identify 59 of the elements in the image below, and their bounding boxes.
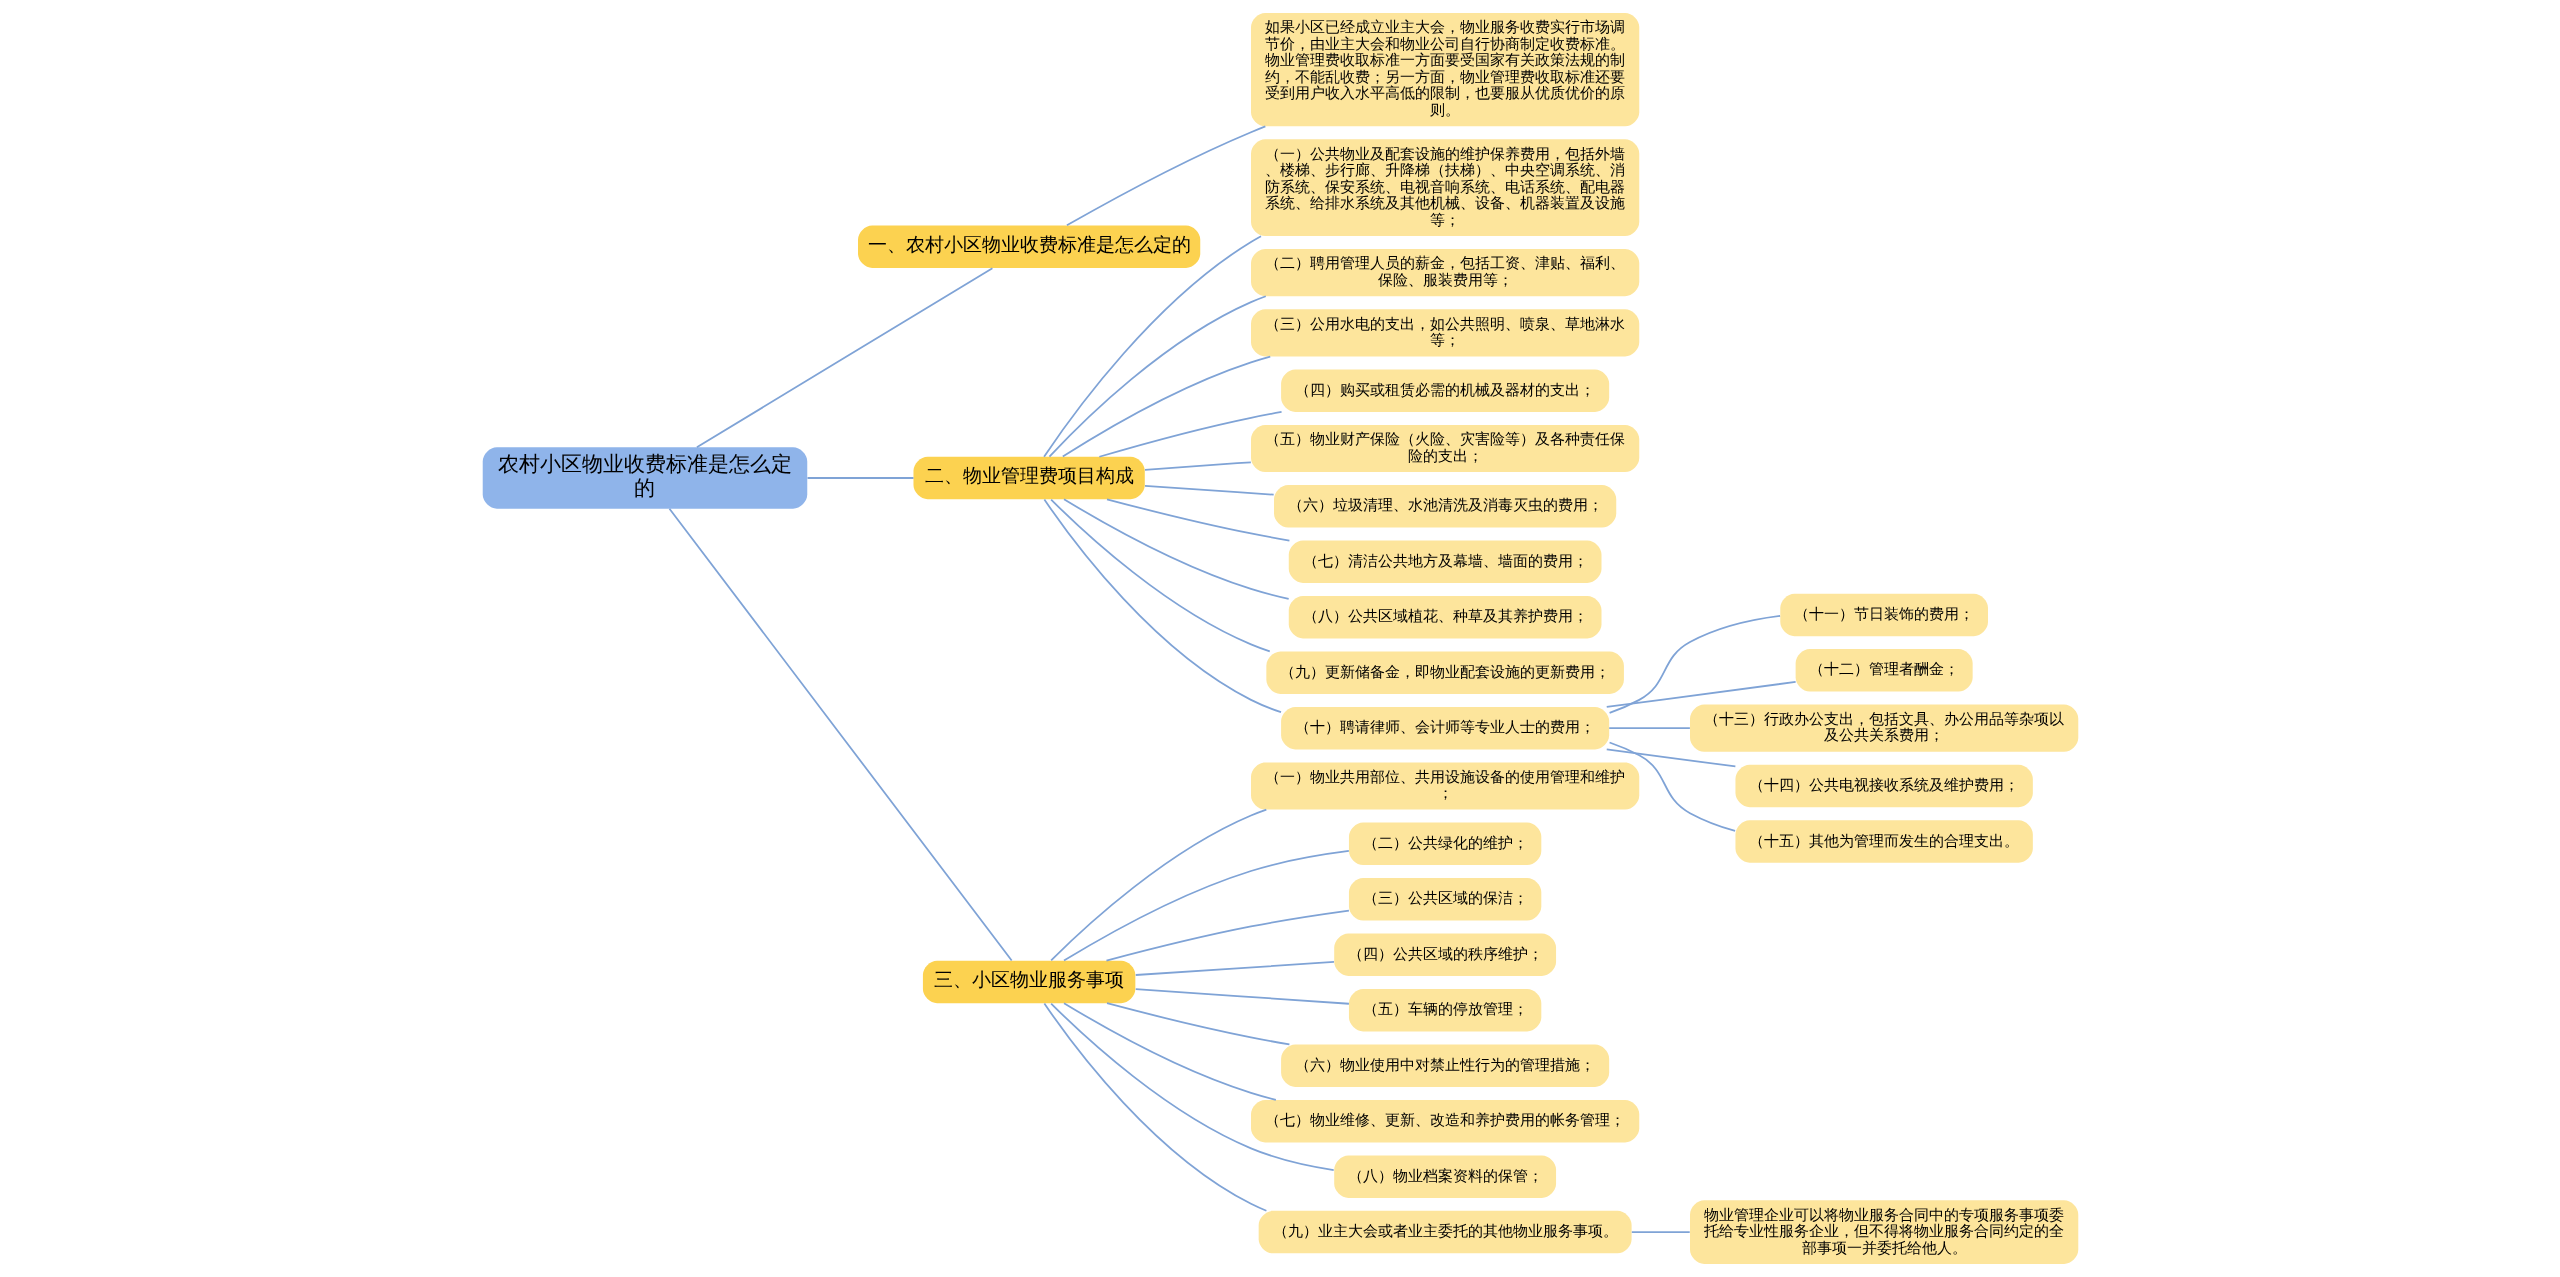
node-box: （七）清洁公共地方及幕墙、墙面的费用；	[1288, 540, 1601, 584]
node-box: （十三）行政办公支出，包括文具、办公用品等杂项以及公共关系费用；	[1689, 704, 2078, 752]
node-box: （十）聘请律师、会计师等专业人士的费用；	[1280, 706, 1609, 750]
connector	[668, 507, 1013, 962]
node-box: （九）更新储备金，即物业配套设施的更新费用；	[1265, 651, 1624, 694]
connector	[1105, 909, 1350, 962]
node-box: （七）物业维修、更新、改造和养护费用的帐务管理；	[1250, 1099, 1639, 1143]
connector	[1049, 808, 1267, 962]
connector	[806, 477, 914, 479]
node-box: （六）垃圾清理、水池清洗及消毒灭虫的费用；	[1273, 485, 1616, 528]
node-box: 物业管理企业可以将物业服务合同中的专项服务事项委托给专业性服务企业，但不得将物业服务合同约定的全部事项一并委托给他人。	[1689, 1200, 2078, 1264]
connector	[1605, 681, 1796, 708]
connector	[1049, 498, 1271, 653]
node-box: （四）公共区域的秩序维护；	[1333, 933, 1556, 976]
connector	[695, 267, 993, 449]
node-box: 农村小区物业收费标准是怎么定的	[482, 447, 807, 509]
connector	[1630, 1231, 1691, 1233]
connector	[1607, 727, 1691, 730]
node-box: （二）公共绿化的维护；	[1348, 822, 1541, 866]
node-box: 三、小区物业服务事项	[922, 960, 1135, 1004]
connector	[1143, 461, 1252, 471]
connector	[1105, 498, 1290, 542]
node-box: （十四）公共电视接收系统及维护费用；	[1734, 764, 2033, 808]
connector	[1143, 484, 1275, 496]
connector	[1097, 411, 1282, 458]
connector	[1042, 1002, 1267, 1212]
connector	[1608, 615, 1781, 714]
node-box: 二、物业管理费项目构成	[912, 456, 1145, 500]
node-box: （九）业主大会或者业主委托的其他物业服务事项。	[1258, 1210, 1632, 1254]
connector	[1042, 498, 1282, 713]
node-box: 如果小区已经成立业主大会，物业服务收费实行市场调节价，由业主大会和物业公司自行协商制定收费标准。物业管理费收取标准一方面要受国家有关政策法规的制约，不能乱收费；另一方面，物业管理费收取标准还要受到用户收入水平高低的限制，也要服从优质优价的原则。	[1250, 13, 1639, 127]
node-box: （二）聘用管理人员的薪金，包括工资、津贴、福利、保险、服装费用等；	[1250, 249, 1639, 297]
connector	[1042, 235, 1262, 458]
node-box: （一）公共物业及配套设施的维护保养费用，包括外墙、楼梯、步行廊、升降梯（扶梯）、中央空调系统、消防系统、保安系统、电视音响系统、电话系统、配电器系统、给排水系统及其他机械、设备、机器装置及设施等；	[1250, 139, 1639, 237]
node-box: （八）公共区域植花、种草及其养护费用；	[1288, 596, 1601, 639]
node-box: 一、农村小区物业收费标准是怎么定的	[857, 225, 1200, 268]
node-box: （十五）其他为管理而发生的合理支出。	[1734, 820, 2033, 863]
node-box: （一）物业共用部位、共用设施设备的使用管理和维护；	[1250, 762, 1639, 810]
node-box: （八）物业档案资料的保管；	[1333, 1155, 1556, 1198]
node-box: （十二）管理者酬金；	[1795, 649, 1973, 692]
connector	[1062, 1002, 1277, 1101]
connector	[1065, 125, 1266, 227]
node-box: （五）物业财产保险（火险、灾害险等）及各种责任保险的支出；	[1250, 424, 1639, 473]
connector	[1049, 1002, 1335, 1171]
node-box: （六）物业使用中对禁止性行为的管理措施；	[1280, 1044, 1609, 1087]
connector	[1134, 961, 1335, 976]
node-box: （三）公用水电的支出，如公共照明、喷泉、草地淋水等；	[1250, 309, 1639, 357]
node-box: （三）公共区域的保洁；	[1348, 878, 1541, 921]
connector	[1062, 498, 1290, 600]
node-box: （十一）节日装饰的费用；	[1779, 593, 1988, 637]
connector	[1048, 295, 1267, 458]
connector	[1105, 1002, 1290, 1046]
connector	[1062, 850, 1350, 962]
connector	[1605, 748, 1736, 768]
connector	[1061, 355, 1271, 458]
connector	[1134, 988, 1350, 1005]
connector	[1608, 741, 1736, 832]
node-box: （四）购买或租赁必需的机械及器材的支出；	[1280, 369, 1609, 412]
node-box: （五）车辆的停放管理；	[1348, 989, 1541, 1032]
